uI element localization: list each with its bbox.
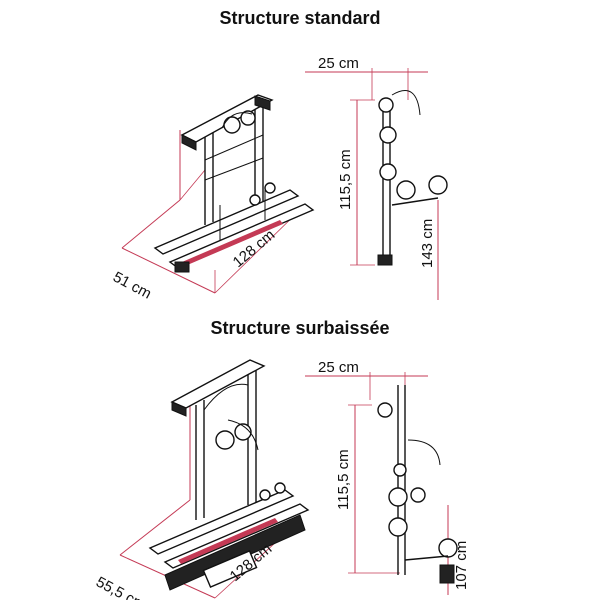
section-title-lowered: Structure surbaissée: [210, 318, 390, 338]
standard-depth-line: [121, 199, 181, 249]
lowered-height-label: 115,5 cm: [335, 449, 352, 510]
standard-side-view: 25 cm 115,5 cm 143 cm: [305, 55, 448, 300]
lowered-perspective-view: 55,5 cm 128 cm: [93, 359, 310, 600]
standard-depth-label: 51 cm: [110, 269, 154, 303]
lowered-depth-label: 55,5 cm: [93, 574, 148, 600]
lowered-total-height-label: 107 cm: [453, 541, 470, 590]
standard-perspective-view: 51 cm 128 cm: [110, 94, 315, 303]
lowered-depth-line: [119, 499, 191, 556]
section-title-standard: Structure standard: [219, 8, 381, 28]
standard-length-line: [121, 247, 216, 294]
standard-top-width-label: 25 cm: [318, 55, 359, 72]
standard-total-height-label: 143 cm: [419, 219, 436, 268]
lowered-top-width-label: 25 cm: [318, 359, 359, 376]
lowered-side-view: 25 cm 115,5 cm 107 cm: [305, 359, 470, 595]
standard-height-label: 115,5 cm: [337, 149, 354, 210]
